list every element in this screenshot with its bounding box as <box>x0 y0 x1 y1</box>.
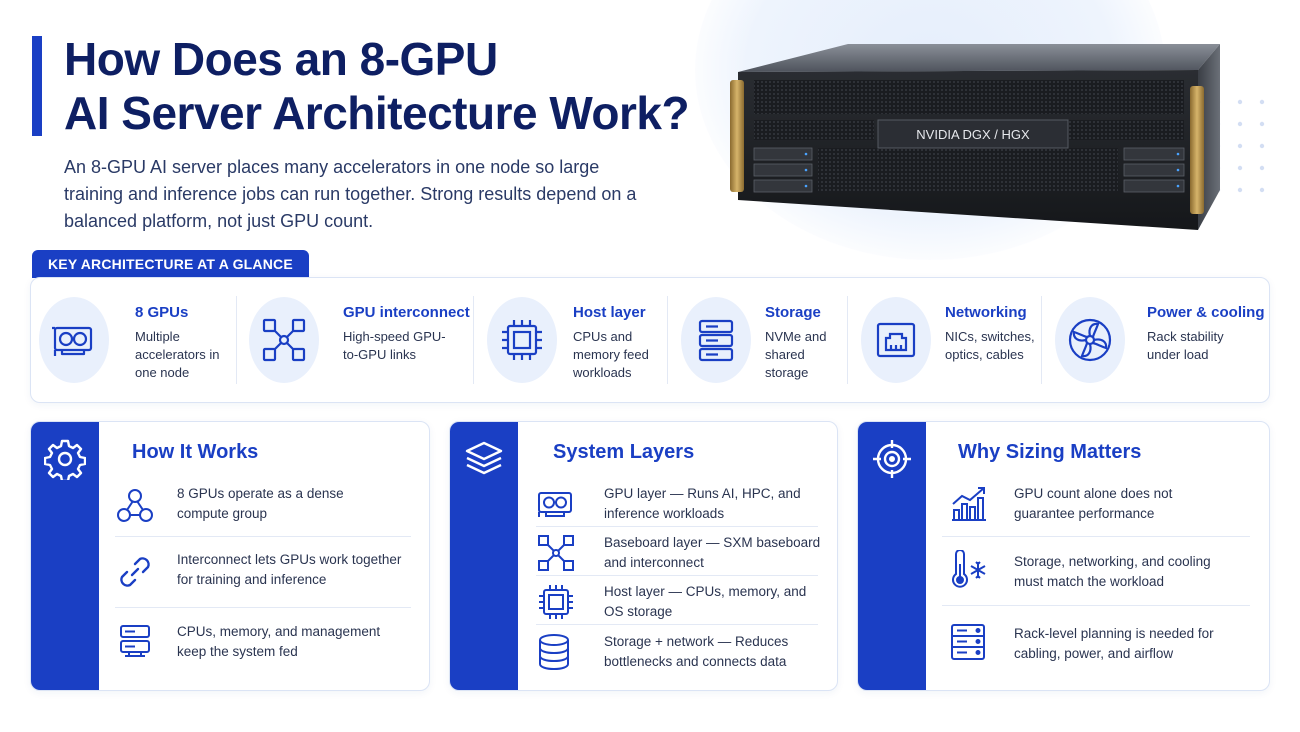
storage-icon <box>681 297 751 383</box>
list-item: Host layer — CPUs, memory, and OS storag… <box>536 582 826 622</box>
list-item: 8 GPUs operate as a dense compute group <box>115 484 415 534</box>
thermometer-icon <box>948 549 988 590</box>
list-item: Interconnect lets GPUs work together for… <box>115 550 415 600</box>
kag-item-networking: Networking NICs, switches, optics, cable… <box>853 278 1043 402</box>
title-line-1: How Does an 8-GPU <box>64 33 498 85</box>
card-how-it-works: How It Works 8 GPUs operate as a dense c… <box>30 421 430 691</box>
list-item: GPU layer — Runs AI, HPC, and inference … <box>536 484 826 524</box>
gpu-server-image: NVIDIA DGX / HGX <box>730 44 1220 230</box>
title-line-2: AI Server Architecture Work? <box>64 87 690 139</box>
fan-icon <box>1055 297 1125 383</box>
gpu-card-icon <box>536 484 576 524</box>
server-rack-icon <box>115 622 155 662</box>
target-icon <box>873 440 911 478</box>
title-accent-bar <box>32 36 42 136</box>
rack-icon <box>948 622 988 662</box>
kag-item-interconnect: GPU interconnect High-speed GPU-to-GPU l… <box>241 278 473 402</box>
interconnect-icon <box>249 297 319 383</box>
kag-item-power-cooling: Power & cooling Rack stability under loa… <box>1047 278 1269 402</box>
kag-item-host: Host layer CPUs and memory feed workload… <box>479 278 669 402</box>
gear-icon <box>44 439 86 480</box>
card-title: How It Works <box>132 441 259 463</box>
cpu-chip-icon <box>536 582 576 622</box>
kag-item-storage: Storage NVMe and shared storage <box>673 278 849 402</box>
card-why-sizing-matters: Why Sizing Matters GPU count alone does … <box>857 421 1270 691</box>
key-architecture-heading: KEY ARCHITECTURE AT A GLANCE <box>32 250 309 278</box>
cpu-chip-icon <box>487 297 557 383</box>
growth-chart-icon <box>948 484 988 524</box>
list-item: CPUs, memory, and management keep the sy… <box>115 622 415 672</box>
card-title: Why Sizing Matters <box>958 441 1142 463</box>
page-subtitle: An 8-GPU AI server places many accelerat… <box>64 157 637 231</box>
list-item: Baseboard layer — SXM baseboard and inte… <box>536 533 826 573</box>
page-title: How Does an 8-GPU AI Server Architecture… <box>64 32 724 140</box>
interconnect-icon <box>536 533 576 573</box>
key-architecture-panel: 8 GPUs Multiple accelerators in one node… <box>30 277 1270 403</box>
link-icon <box>115 552 155 592</box>
list-item: Rack-level planning is needed for cablin… <box>948 622 1258 672</box>
list-item: Storage, networking, and cooling must ma… <box>948 549 1258 600</box>
server-label: NVIDIA DGX / HGX <box>916 127 1030 142</box>
list-item: GPU count alone does not guarantee perfo… <box>948 484 1258 534</box>
list-item: Storage + network — Reduces bottlenecks … <box>536 632 826 676</box>
gpu-card-icon <box>39 297 109 383</box>
database-icon <box>536 632 576 672</box>
card-system-layers: System Layers GPU layer — Runs AI, HPC, … <box>449 421 838 691</box>
card-title: System Layers <box>553 441 695 463</box>
network-port-icon <box>861 297 931 383</box>
layers-icon <box>465 441 503 475</box>
compute-group-icon <box>115 486 155 526</box>
kag-item-gpus: 8 GPUs Multiple accelerators in one node <box>31 278 231 402</box>
